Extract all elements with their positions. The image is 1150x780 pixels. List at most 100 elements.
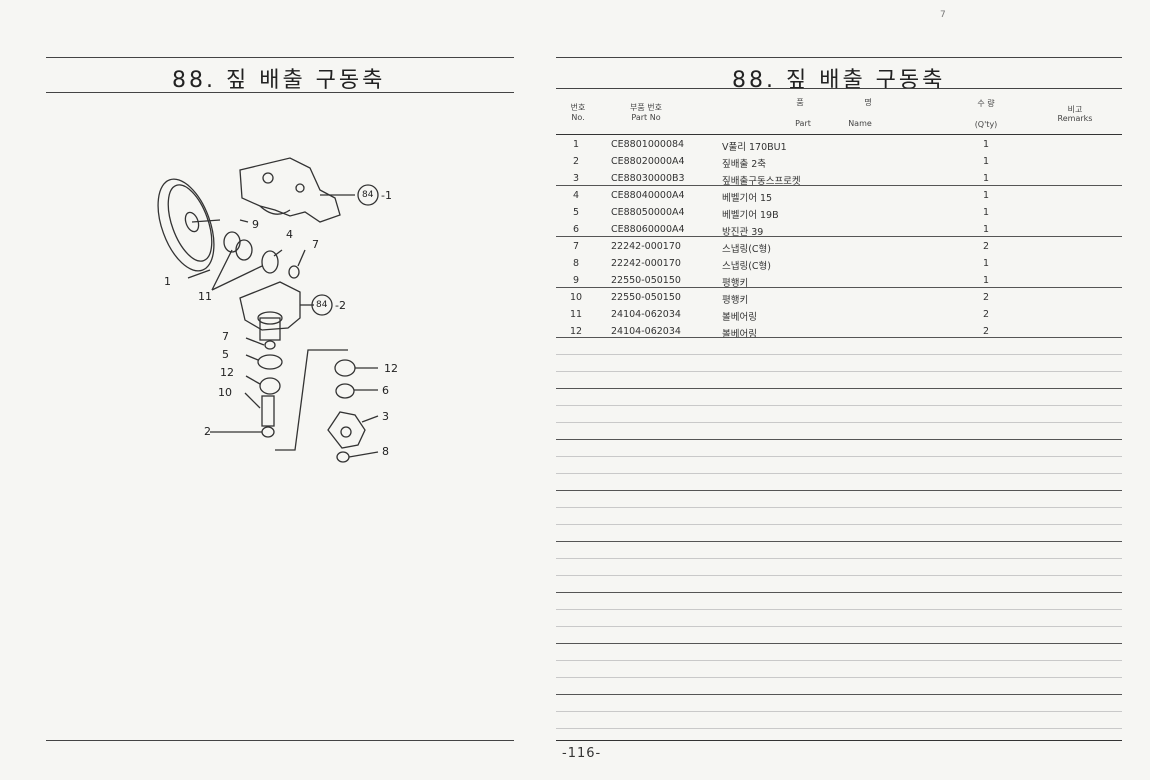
cell-part-no: CE88020000A4 [611, 156, 685, 167]
callout-5: 5 [222, 348, 229, 361]
header-name-en-2: Name [848, 119, 872, 128]
cell-part-no: 22242-000170 [611, 241, 681, 252]
cell-qty: 1 [982, 275, 990, 286]
cell-no: 9 [572, 275, 580, 286]
cell-qty: 1 [982, 207, 990, 218]
sprocket-shape [327, 411, 366, 449]
title-top-rule [46, 57, 514, 58]
group-divider [556, 592, 1122, 593]
cell-qty: 2 [982, 326, 990, 337]
header-name-en-1: Part [795, 119, 811, 128]
group-divider [556, 185, 1122, 186]
cell-part-no: 22550-050150 [611, 275, 681, 286]
header-no-en: No. [571, 113, 585, 122]
cell-part-name: 베벨기어 19B [722, 210, 779, 221]
middle-housing-shape [239, 281, 301, 331]
cell-part-name: 짚배출구동스프로켓 [722, 176, 801, 187]
header-qty-kr: 수 량 [977, 99, 995, 108]
cell-no: 2 [572, 156, 580, 167]
group-divider [556, 694, 1122, 695]
table-row: 9 22550-050150 평행키 1 [556, 272, 1122, 289]
empty-row-line [556, 507, 1122, 508]
cell-part-name: 볼베어링 [722, 329, 757, 340]
callout-84-2: 84 [316, 300, 328, 310]
empty-row-line [556, 354, 1122, 355]
cell-no: 12 [569, 326, 583, 337]
cell-part-no: CE88030000B3 [611, 173, 685, 184]
callout-7a: 7 [312, 238, 319, 251]
group-divider [556, 236, 1122, 237]
group-divider [556, 643, 1122, 644]
cell-qty: 1 [982, 224, 990, 235]
cell-part-name: 스냅링(C형) [722, 261, 772, 272]
callout-3: 3 [382, 410, 389, 423]
cell-part-name: 방진관 39 [722, 227, 764, 238]
table-row: 1 CE8801000084 V풀리 170BU1 1 [556, 136, 1122, 153]
group-divider [556, 490, 1122, 491]
empty-row-line [556, 473, 1122, 474]
table-row: 8 22242-000170 스냅링(C형) 1 [556, 255, 1122, 272]
table-row: 6 CE88060000A4 방진관 39 1 [556, 221, 1122, 238]
empty-row-line [556, 456, 1122, 457]
right-page-title: 88. 짚 배출 구동축 [732, 68, 946, 93]
cell-part-no: CE88060000A4 [611, 224, 685, 235]
cell-part-name: 볼베어링 [722, 312, 757, 323]
cell-part-no: 22550-050150 [611, 292, 681, 303]
cell-part-name: V풀리 170BU1 [722, 142, 787, 153]
cell-part-name: 스냅링(C형) [722, 244, 772, 255]
cell-part-no: 24104-062034 [611, 309, 681, 320]
table-bottom-rule [556, 740, 1122, 742]
page-number: -116- [562, 746, 602, 761]
empty-row-line [556, 524, 1122, 525]
empty-row-line [556, 711, 1122, 712]
cell-no: 3 [572, 173, 580, 184]
left-page-title: 88. 짚 배출 구동축 [172, 68, 386, 93]
table-row: 7 22242-000170 스냅링(C형) 2 [556, 238, 1122, 255]
cell-no: 10 [569, 292, 583, 303]
cell-qty: 1 [982, 173, 990, 184]
cell-qty: 1 [982, 258, 990, 269]
table-row: 12 24104-062034 볼베어링 2 [556, 323, 1122, 340]
header-name-kr-2: 명 [864, 98, 872, 107]
cell-qty: 2 [982, 241, 990, 252]
cell-part-no: CE88050000A4 [611, 207, 685, 218]
right-title-top-rule [556, 57, 1122, 58]
group-divider [556, 388, 1122, 389]
callout-4: 4 [286, 228, 293, 241]
table-row: 10 22550-050150 평행키 2 [556, 289, 1122, 306]
left-page-footer-rule [46, 740, 514, 741]
group-divider [556, 439, 1122, 440]
cell-part-no: CE8801000084 [611, 139, 685, 150]
cell-part-name: 평행키 [722, 295, 749, 306]
table-row: 3 CE88030000B3 짚배출구동스프로켓 1 [556, 170, 1122, 187]
cell-no: 11 [569, 309, 583, 320]
header-remarks-kr: 비고 [1067, 105, 1083, 114]
callout-12b: 12 [384, 362, 398, 375]
group-divider [556, 541, 1122, 542]
empty-row-line [556, 371, 1122, 372]
empty-row-line [556, 558, 1122, 559]
callout-6: 6 [382, 384, 389, 397]
empty-row-line [556, 728, 1122, 729]
header-divider [556, 134, 1122, 136]
cell-qty: 1 [982, 190, 990, 201]
empty-row-line [556, 609, 1122, 610]
callout-10: 10 [218, 386, 232, 399]
cell-qty: 2 [982, 292, 990, 303]
callout-7b: 7 [222, 330, 229, 343]
empty-row-line [556, 677, 1122, 678]
cell-no: 5 [572, 207, 580, 218]
callout-2: 2 [204, 425, 211, 438]
callout-84-1: 84 [362, 190, 374, 200]
table-row: 2 CE88020000A4 짚배출 2축 1 [556, 153, 1122, 170]
left-page: 88. 짚 배출 구동축 [0, 0, 540, 780]
corner-mark: 7 [940, 10, 946, 20]
cell-no: 8 [572, 258, 580, 269]
cell-qty: 2 [982, 309, 990, 320]
cell-part-no: 22242-000170 [611, 258, 681, 269]
callout-9: 9 [252, 218, 259, 231]
cell-part-name: 평행키 [722, 278, 749, 289]
callout-11: 11 [198, 290, 212, 303]
cell-no: 1 [572, 139, 580, 150]
table-row: 5 CE88050000A4 베벨기어 19B 1 [556, 204, 1122, 221]
